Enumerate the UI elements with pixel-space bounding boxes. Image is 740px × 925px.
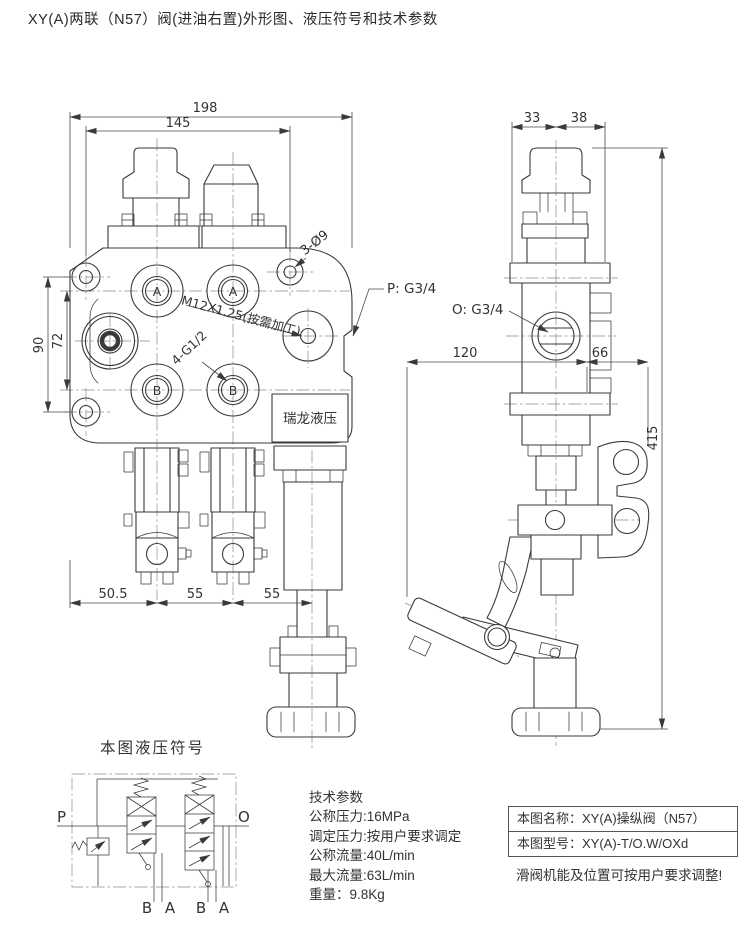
front-body-outline	[69, 247, 353, 444]
drawing-note: 滑阀机能及位置可按用户要求调整!	[516, 868, 723, 883]
brand-label: 瑞龙液压	[283, 411, 337, 427]
schematic-a1-label: A	[165, 899, 176, 917]
schematic-lines	[57, 778, 249, 902]
drawing-name-row: 本图名称：XY(A)操纵阀（N57）	[508, 806, 738, 832]
schematic-b2-label: B	[196, 899, 206, 917]
front-left-plate-contour	[89, 298, 99, 384]
side-view	[407, 147, 650, 737]
schematic-p-label: P	[57, 808, 66, 826]
label-4-g12: 4-G1/2	[168, 328, 209, 368]
tech-param-line: 调定压力:按用户要求调定	[309, 828, 462, 844]
schematic-relief-valve	[71, 826, 110, 856]
tech-param-line: 公称流量:40L/min	[309, 848, 415, 864]
side-cap	[521, 147, 591, 264]
front-cylinder	[266, 445, 357, 738]
dim-415-label: 415	[646, 426, 661, 451]
tech-param-line: 重量：9.8Kg	[309, 887, 385, 903]
schematic-o-label: O	[238, 808, 250, 826]
lever-grip	[407, 597, 517, 665]
front-mounting-holes	[71, 258, 304, 427]
schematic-boundary	[71, 773, 237, 888]
schematic-valve-2	[184, 775, 215, 887]
schematic-heading: 本图液压符号	[100, 740, 206, 757]
front-work-ports	[130, 264, 260, 417]
schematic-b1-label: B	[142, 899, 152, 917]
dim-66-label: 66	[592, 346, 609, 361]
label-o-port: O: G3/4	[452, 302, 503, 318]
port-b2-label: B	[229, 383, 238, 398]
port-a1-label: A	[153, 284, 162, 299]
dim-198-label: 198	[193, 101, 218, 116]
front-view	[69, 147, 357, 738]
dim-38-label: 38	[571, 111, 588, 126]
label-p-port: P: G3/4	[387, 281, 436, 297]
schematic-valve-1	[126, 777, 157, 870]
tech-params-block: 技术参数 公称压力:16MPa 调定压力:按用户要求调定 公称流量:40L/mi…	[309, 788, 461, 904]
dim-55a-label: 55	[187, 587, 204, 602]
front-actuator-2	[199, 447, 268, 585]
side-mounting-bracket	[597, 440, 650, 559]
port-a2-label: A	[229, 284, 238, 299]
front-left-boss	[81, 312, 139, 370]
dim-55b-label: 55	[264, 587, 281, 602]
front-top-bolts	[121, 213, 265, 227]
front-actuator-1	[123, 447, 192, 585]
dim-90-label: 90	[32, 337, 47, 354]
brand-box	[271, 393, 349, 443]
front-top-plate-right	[201, 225, 287, 249]
dim-72-label: 72	[51, 333, 66, 350]
dim-145-label: 145	[166, 116, 191, 131]
front-top-plate-left	[107, 225, 200, 249]
drawing-model-row: 本图型号：XY(A)-T/O.W/OXd	[508, 832, 738, 857]
tech-param-line: 最大流量:63L/min	[309, 867, 415, 883]
tech-param-line: 公称压力:16MPa	[309, 809, 410, 825]
title-block: 本图名称：XY(A)操纵阀（N57） 本图型号：XY(A)-T/O.W/OXd …	[508, 806, 738, 884]
dimensions	[43, 112, 668, 730]
dim-50-5-label: 50.5	[99, 587, 128, 602]
side-body	[509, 262, 612, 506]
page-title: XY(A)两联（N57）阀(进油右置)外形图、液压符号和技术参数	[28, 12, 438, 28]
port-b1-label: B	[153, 383, 162, 398]
schematic-a2-label: A	[219, 899, 230, 917]
side-lever-assembly	[407, 504, 613, 737]
tech-params-heading: 技术参数	[309, 790, 363, 805]
dim-120-label: 120	[453, 346, 478, 361]
hydraulic-schematic	[57, 773, 249, 902]
dim-33-label: 33	[524, 111, 541, 126]
